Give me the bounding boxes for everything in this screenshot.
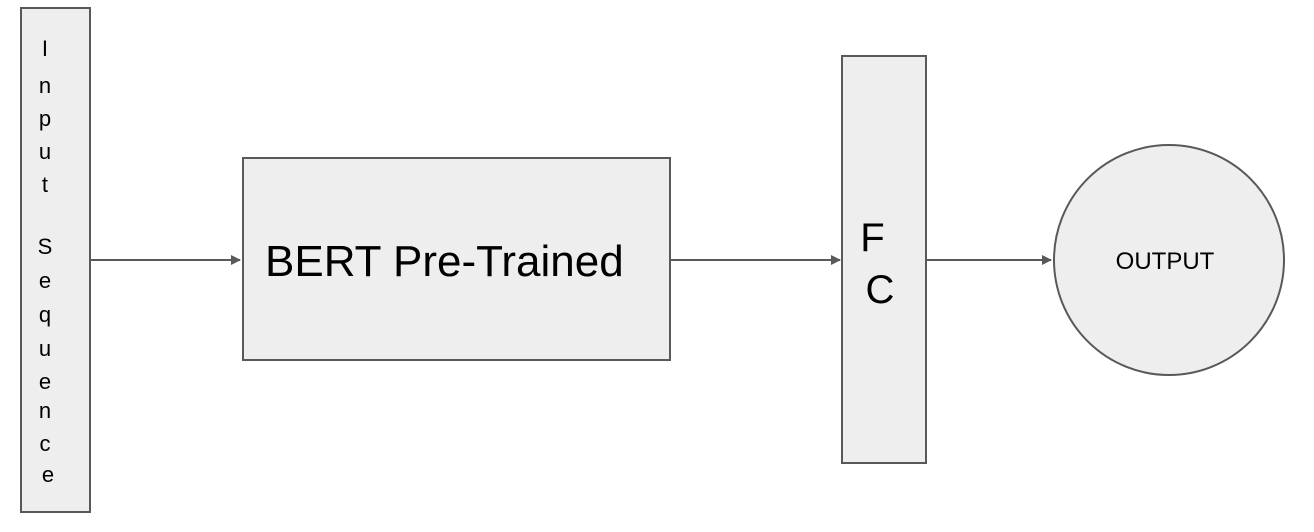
input-char: e bbox=[39, 268, 51, 293]
output-node[interactable]: OUTPUT bbox=[1053, 144, 1285, 376]
input-char: e bbox=[42, 462, 54, 487]
bert-label: BERT Pre-Trained bbox=[265, 237, 624, 286]
input-char: S bbox=[38, 234, 53, 259]
input-char: n bbox=[39, 73, 51, 98]
output-label: OUTPUT bbox=[1116, 248, 1215, 275]
input-char: c bbox=[39, 431, 50, 456]
input-char: n bbox=[39, 398, 51, 423]
fc-char: C bbox=[866, 268, 895, 312]
fc-box bbox=[841, 55, 927, 464]
input-char: I bbox=[42, 36, 48, 61]
input-sequence-box bbox=[20, 7, 91, 513]
input-char: e bbox=[39, 369, 51, 394]
input-char: u bbox=[39, 336, 51, 361]
input-sequence-label: I n p u t S e q u e n c e bbox=[38, 36, 59, 487]
input-char: t bbox=[42, 172, 48, 197]
bert-box bbox=[242, 157, 671, 361]
fc-label: F C bbox=[860, 216, 896, 312]
input-char: u bbox=[39, 139, 51, 164]
bert-node[interactable]: BERT Pre-Trained bbox=[242, 157, 671, 361]
input-sequence-node[interactable]: I n p u t S e q u e n c e bbox=[20, 7, 91, 513]
fc-node[interactable]: F C bbox=[841, 55, 927, 464]
input-char: p bbox=[39, 106, 51, 131]
input-char: q bbox=[39, 302, 51, 327]
output-circle bbox=[1053, 144, 1285, 376]
fc-char: F bbox=[860, 216, 884, 260]
